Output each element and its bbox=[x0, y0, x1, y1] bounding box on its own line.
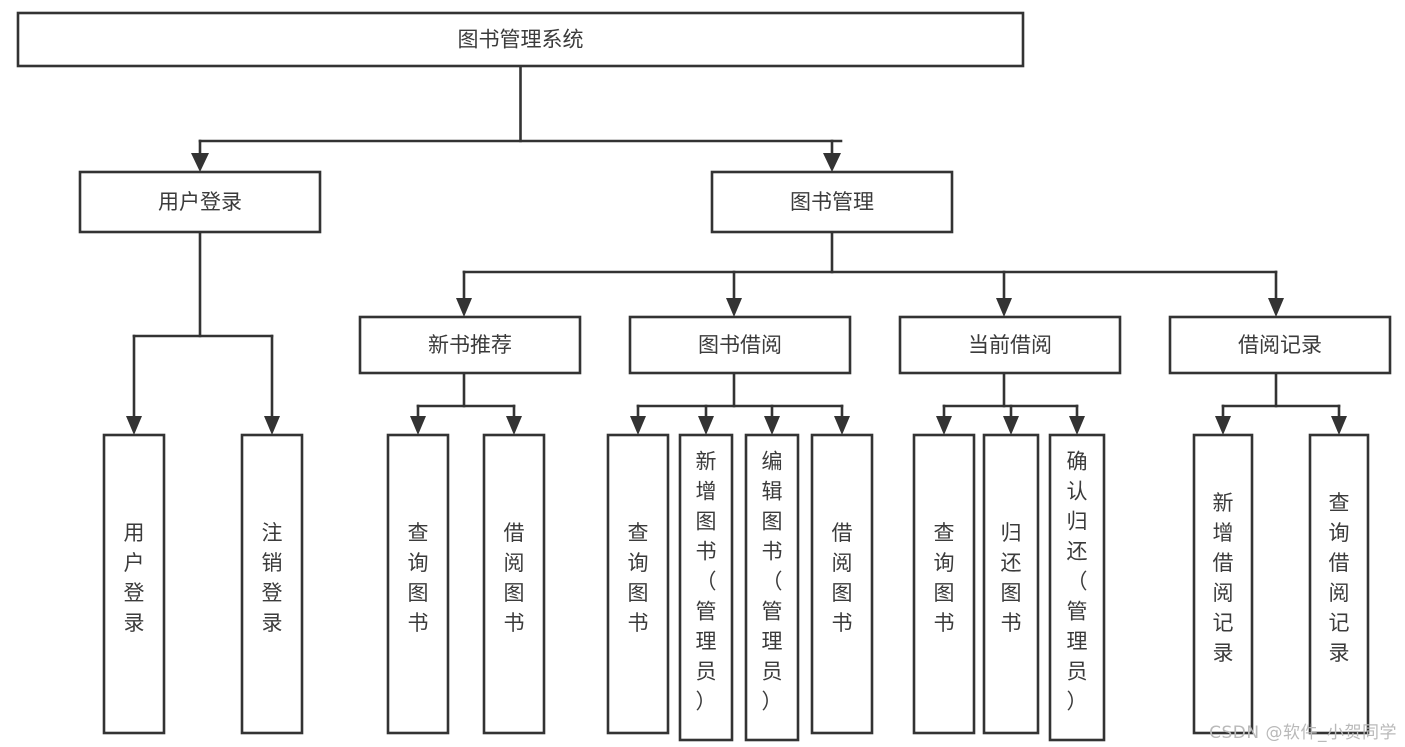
arrowhead-leaf-confirm-return bbox=[1069, 416, 1085, 435]
leaf-node-查询图书-4-box bbox=[606, 433, 670, 735]
level3-node-当前借阅-label: 当前借阅 bbox=[968, 333, 1052, 357]
root-node-library-system-box bbox=[16, 11, 1025, 68]
leaf-node-查询借阅记录-12-label: 查询借阅记录 bbox=[1329, 491, 1350, 665]
leaf-node-用户登录-0-box bbox=[102, 433, 166, 735]
arrowhead-newbook bbox=[456, 298, 472, 317]
leaf-node-新增图书管理员-5[interactable]: 新增图书（管理员） bbox=[678, 433, 734, 742]
level3-node-新书推荐[interactable]: 新书推荐 bbox=[358, 315, 582, 375]
connector-layer bbox=[126, 64, 1347, 435]
arrowhead-leaf-query-book-3 bbox=[936, 416, 952, 435]
leaf-node-编辑图书管理员-6-box bbox=[744, 433, 800, 742]
leaf-node-查询图书-4[interactable]: 查询图书 bbox=[606, 433, 670, 735]
arrowhead-current bbox=[996, 298, 1012, 317]
root-node[interactable]: 图书管理系统 bbox=[16, 11, 1025, 68]
arrowhead-leaf-query-book-1 bbox=[410, 416, 426, 435]
leaf-node-新增图书管理员-5-label: 新增图书（管理员） bbox=[696, 450, 717, 714]
level2-node-用户登录[interactable]: 用户登录 bbox=[78, 170, 322, 234]
level3-node-新书推荐-box bbox=[358, 315, 582, 375]
leaf-node-查询图书-2[interactable]: 查询图书 bbox=[386, 433, 450, 735]
leaf-node-借阅图书-3[interactable]: 借阅图书 bbox=[482, 433, 546, 735]
leaf-node-借阅图书-7-label: 借阅图书 bbox=[832, 521, 853, 635]
level3-node-当前借阅-box bbox=[898, 315, 1122, 375]
arrowhead-leaf-user-login bbox=[126, 416, 142, 435]
leaf-nodes: 用户登录 注销登录 查询图书 借阅图书 查询图书 新增图书（管理员） 编辑图书（管理员） 借阅… bbox=[102, 433, 1370, 742]
level3-node-借阅记录-box bbox=[1168, 315, 1392, 375]
leaf-node-归还图书-9-box bbox=[982, 433, 1040, 735]
arrowhead-leaf-add-record bbox=[1215, 416, 1231, 435]
level2-node-用户登录-box bbox=[78, 170, 322, 234]
leaf-node-查询图书-2-label: 查询图书 bbox=[408, 521, 429, 635]
leaf-node-编辑图书管理员-6-label: 编辑图书（管理员） bbox=[762, 450, 783, 714]
level2-node-图书管理-label: 图书管理 bbox=[790, 190, 874, 214]
leaf-node-借阅图书-3-label: 借阅图书 bbox=[504, 521, 525, 635]
root-node-library-system[interactable]: 图书管理系统 bbox=[16, 11, 1025, 68]
leaf-node-用户登录-0-label: 用户登录 bbox=[124, 521, 145, 635]
level2-node-图书管理-box bbox=[710, 170, 954, 234]
level3-node-当前借阅[interactable]: 当前借阅 bbox=[898, 315, 1122, 375]
leaf-node-借阅图书-7-box bbox=[810, 433, 874, 735]
arrowhead-leaf-query-record bbox=[1331, 416, 1347, 435]
level3-nodes: 新书推荐 图书借阅 当前借阅 借阅记录 bbox=[358, 315, 1392, 375]
leaf-node-注销登录-1-label: 注销登录 bbox=[262, 521, 283, 635]
level3-node-图书借阅-box bbox=[628, 315, 852, 375]
csdn-watermark: CSDN @软件_小贺同学 bbox=[1209, 723, 1397, 743]
arrowhead-leaf-query-book-2 bbox=[630, 416, 646, 435]
level3-node-借阅记录-label: 借阅记录 bbox=[1238, 333, 1322, 357]
arrowhead-leaf-borrow-book-1 bbox=[506, 416, 522, 435]
arrowhead-leaf-add-book bbox=[698, 416, 714, 435]
level3-node-借阅记录[interactable]: 借阅记录 bbox=[1168, 315, 1392, 375]
leaf-node-查询图书-4-label: 查询图书 bbox=[628, 521, 649, 635]
leaf-node-确认归还管理员-10-label: 确认归还（管理员） bbox=[1067, 450, 1088, 714]
leaf-node-新增借阅记录-11[interactable]: 新增借阅记录 bbox=[1192, 433, 1254, 735]
arrowhead-leaf-user-logout bbox=[264, 416, 280, 435]
level2-nodes: 用户登录 图书管理 bbox=[78, 170, 954, 234]
leaf-node-查询图书-8-box bbox=[912, 433, 976, 735]
leaf-node-确认归还管理员-10-box bbox=[1048, 433, 1106, 742]
leaf-node-借阅图书-7[interactable]: 借阅图书 bbox=[810, 433, 874, 735]
leaf-node-新增图书管理员-5-box bbox=[678, 433, 734, 742]
leaf-node-归还图书-9[interactable]: 归还图书 bbox=[982, 433, 1040, 735]
leaf-node-注销登录-1-box bbox=[240, 433, 304, 735]
leaf-node-新增借阅记录-11-box bbox=[1192, 433, 1254, 735]
leaf-node-归还图书-9-label: 归还图书 bbox=[1001, 521, 1022, 635]
arrowhead-records bbox=[1268, 298, 1284, 317]
leaf-node-查询借阅记录-12[interactable]: 查询借阅记录 bbox=[1308, 433, 1370, 735]
leaf-node-借阅图书-3-box bbox=[482, 433, 546, 735]
level2-node-用户登录-label: 用户登录 bbox=[158, 190, 242, 214]
arrowhead-bookmgmt bbox=[823, 153, 841, 172]
leaf-node-编辑图书管理员-6[interactable]: 编辑图书（管理员） bbox=[744, 433, 800, 742]
arrowhead-borrow bbox=[726, 298, 742, 317]
leaf-node-确认归还管理员-10[interactable]: 确认归还（管理员） bbox=[1048, 433, 1106, 742]
arrowhead-userlogin bbox=[191, 153, 209, 172]
leaf-node-用户登录-0[interactable]: 用户登录 bbox=[102, 433, 166, 735]
leaf-node-查询图书-8[interactable]: 查询图书 bbox=[912, 433, 976, 735]
level3-node-图书借阅[interactable]: 图书借阅 bbox=[628, 315, 852, 375]
arrowhead-leaf-borrow-book-2 bbox=[834, 416, 850, 435]
leaf-node-查询图书-2-box bbox=[386, 433, 450, 735]
level2-node-图书管理[interactable]: 图书管理 bbox=[710, 170, 954, 234]
leaf-node-查询借阅记录-12-box bbox=[1308, 433, 1370, 735]
leaf-node-注销登录-1[interactable]: 注销登录 bbox=[240, 433, 304, 735]
arrowhead-leaf-edit-book bbox=[764, 416, 780, 435]
level3-node-新书推荐-label: 新书推荐 bbox=[428, 333, 512, 357]
leaf-node-新增借阅记录-11-label: 新增借阅记录 bbox=[1213, 491, 1234, 665]
arrowhead-leaf-return-book bbox=[1003, 416, 1019, 435]
level3-node-图书借阅-label: 图书借阅 bbox=[698, 333, 782, 357]
root-node-library-system-label: 图书管理系统 bbox=[458, 28, 584, 52]
leaf-node-查询图书-8-label: 查询图书 bbox=[934, 521, 955, 635]
